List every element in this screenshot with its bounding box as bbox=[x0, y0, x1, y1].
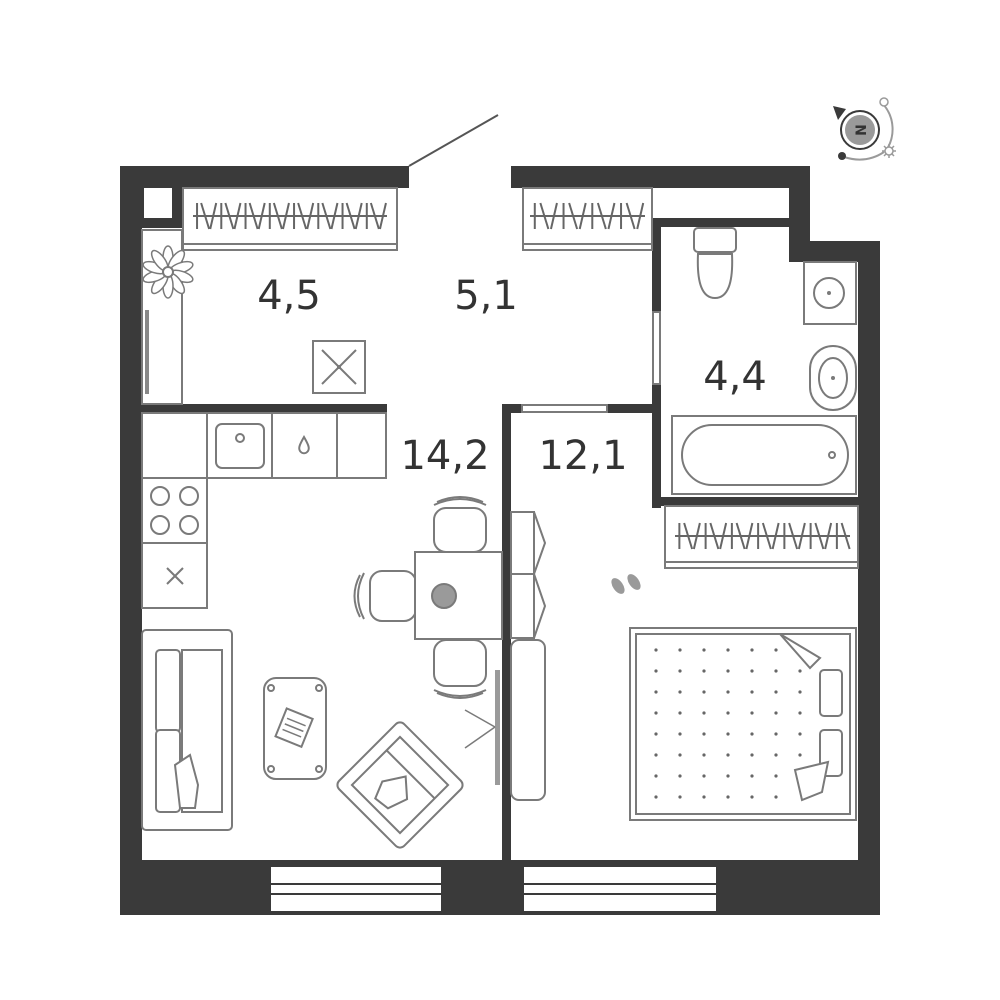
water-drop-icon bbox=[298, 434, 310, 455]
armchair-icon bbox=[336, 721, 464, 849]
door-icon bbox=[521, 404, 608, 413]
entrance-door-icon bbox=[408, 114, 499, 167]
plant-icon bbox=[142, 245, 194, 299]
room-area-hallway: 5,1 bbox=[454, 273, 518, 319]
room-area-kitchen-living: 14,2 bbox=[400, 433, 489, 479]
door-icon bbox=[652, 311, 661, 385]
washing-machine-icon bbox=[312, 340, 366, 394]
chair-icon bbox=[433, 496, 487, 553]
door-icon bbox=[464, 670, 500, 785]
window-icon bbox=[269, 865, 443, 913]
compass-letter: N bbox=[854, 124, 870, 136]
kitchen-counter bbox=[141, 412, 387, 609]
wardrobe-icon bbox=[664, 505, 859, 569]
wardrobe-icon bbox=[522, 187, 653, 251]
stove-icon bbox=[150, 486, 199, 535]
kitchen-sink-icon bbox=[215, 423, 265, 469]
window-icon bbox=[522, 865, 718, 913]
washbasin-icon bbox=[809, 345, 857, 411]
room-area-bathroom: 4,4 bbox=[703, 354, 767, 400]
walls bbox=[120, 166, 880, 915]
toilet-icon bbox=[693, 227, 737, 300]
bathtub-icon bbox=[671, 415, 857, 495]
compass-icon: N bbox=[833, 97, 896, 161]
wardrobe-icon bbox=[182, 187, 398, 251]
dishwasher-icon bbox=[166, 567, 184, 585]
chair-icon bbox=[353, 570, 417, 622]
room-area-storage: 4,5 bbox=[257, 273, 321, 319]
room-area-bedroom: 12,1 bbox=[538, 433, 627, 479]
bedside-shelf bbox=[510, 511, 547, 801]
bed-icon bbox=[629, 627, 857, 821]
coffee-table-icon bbox=[263, 677, 327, 780]
sofa-icon bbox=[141, 629, 233, 831]
chair-icon bbox=[433, 639, 487, 699]
washbasin-icon bbox=[803, 261, 857, 325]
slippers-icon bbox=[611, 574, 641, 594]
dining-table-icon bbox=[414, 551, 503, 640]
